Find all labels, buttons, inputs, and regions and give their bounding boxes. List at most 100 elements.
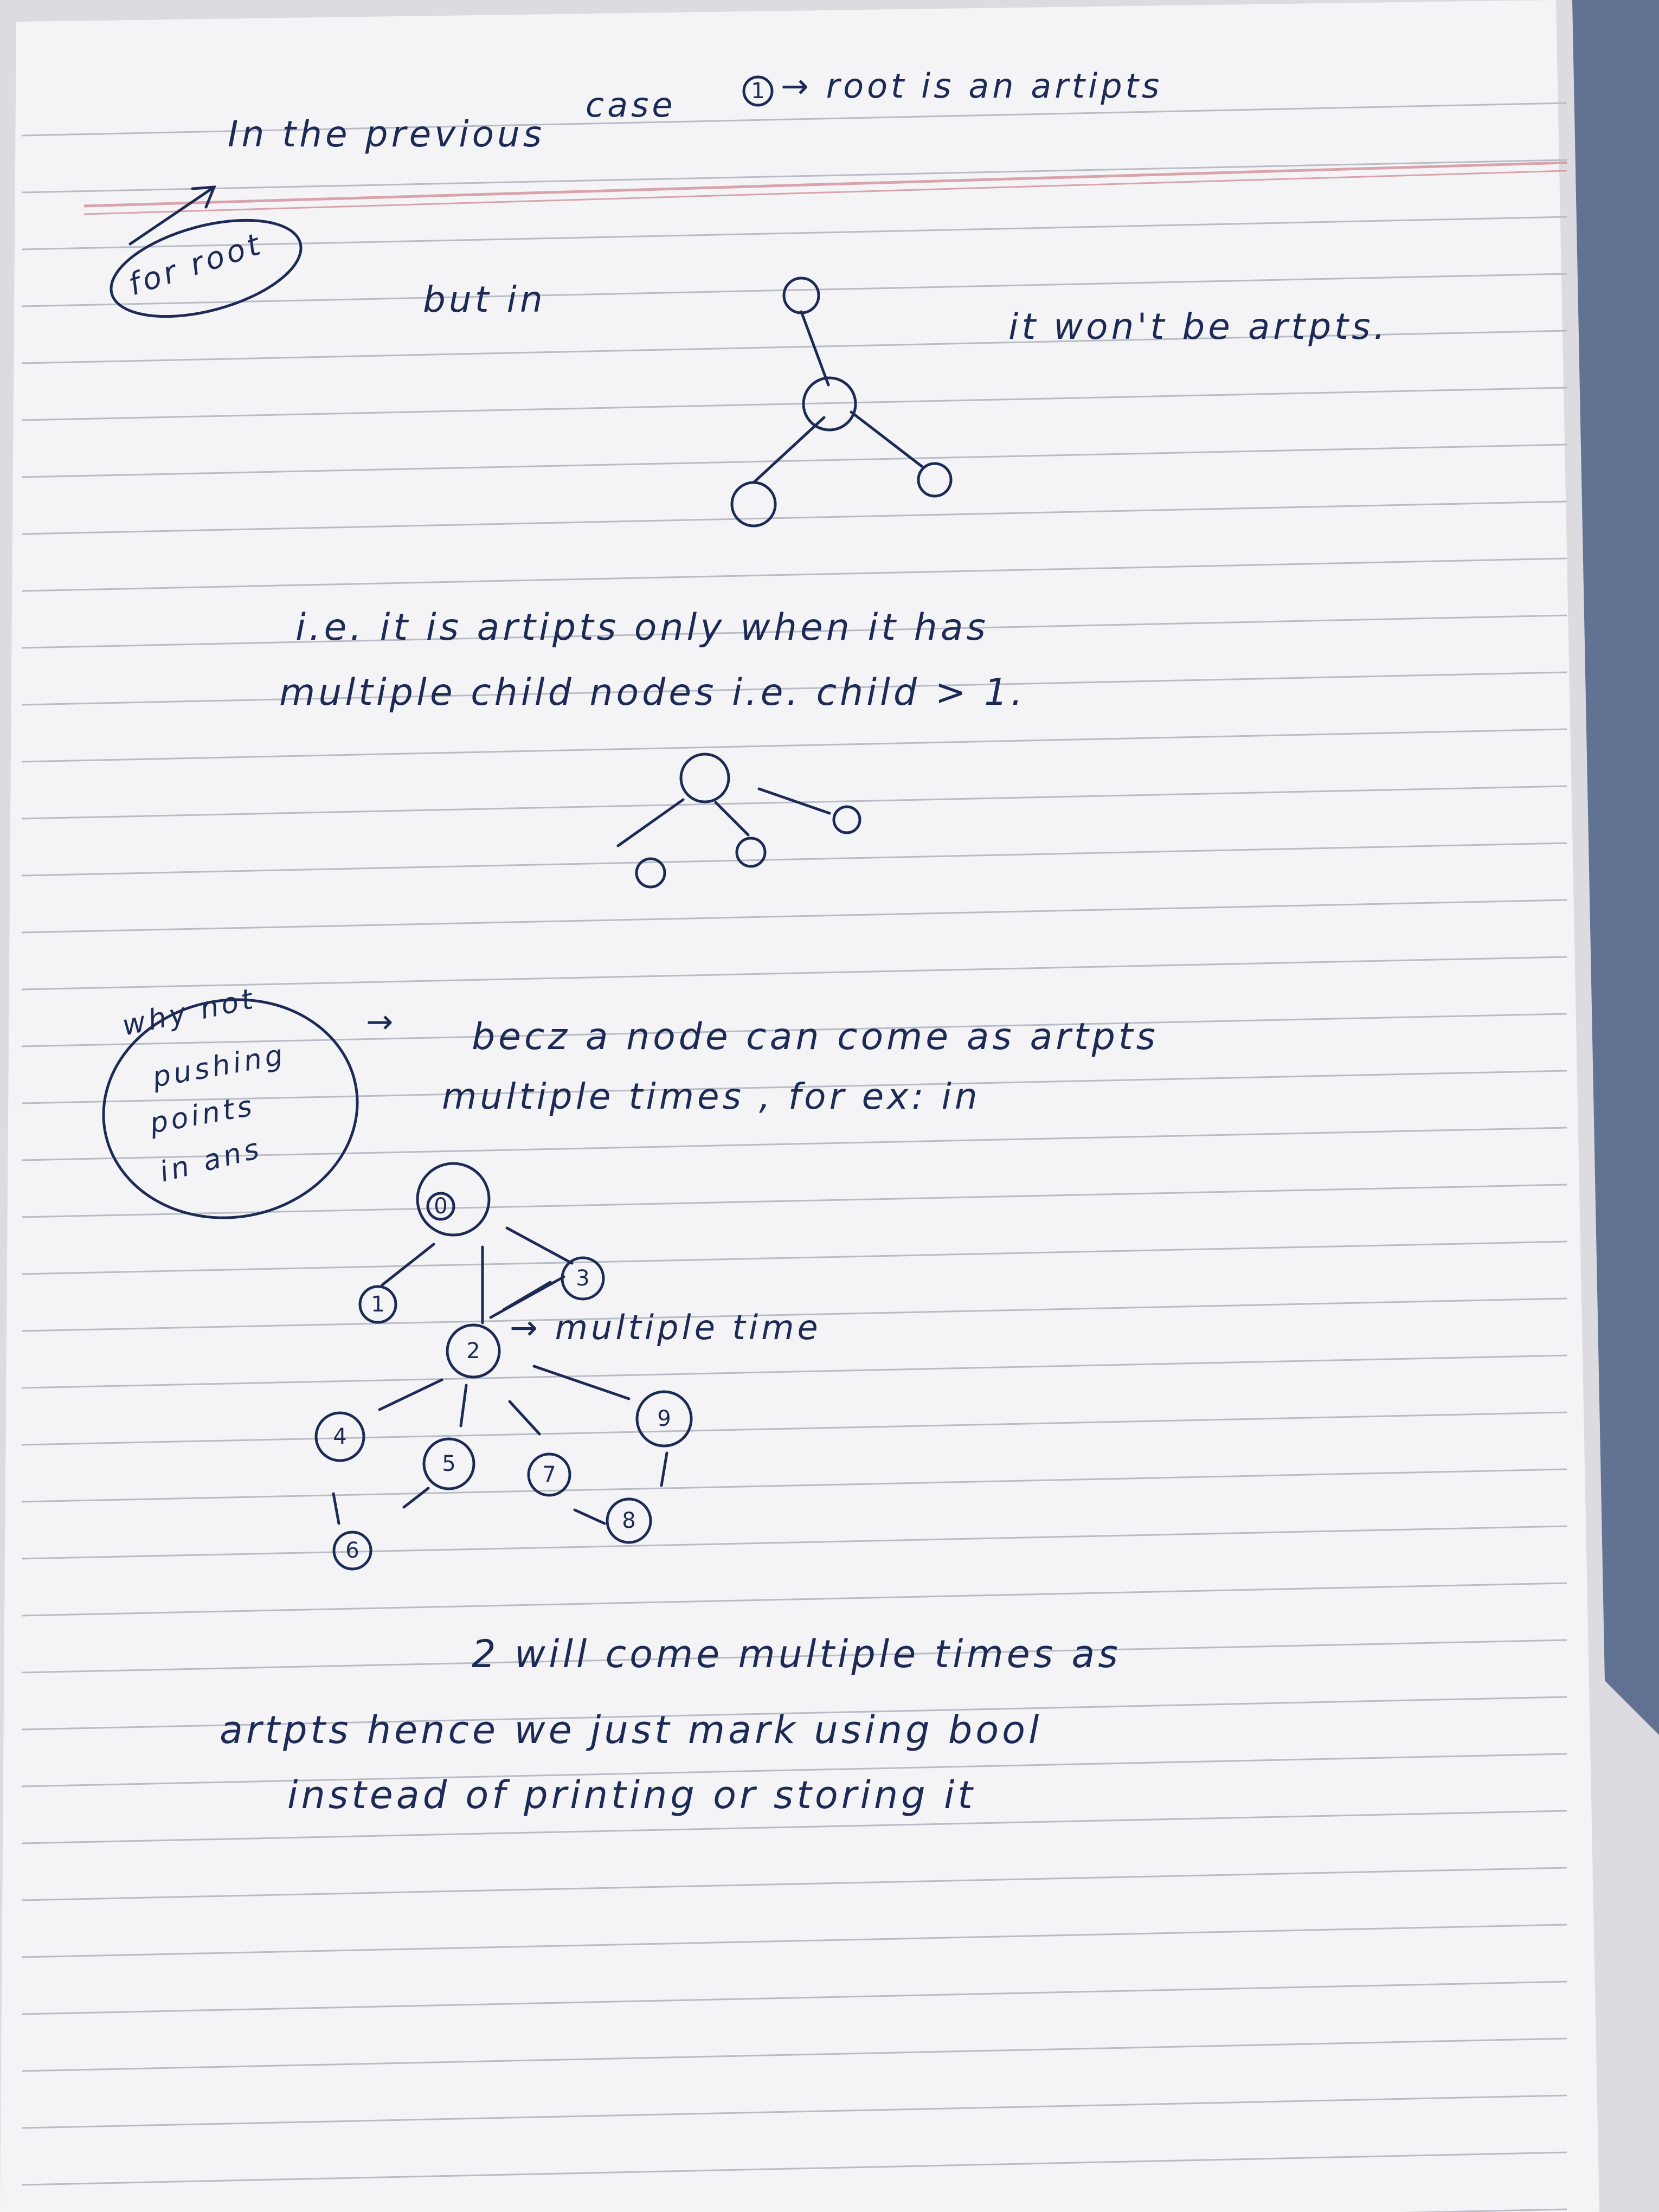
tree1-node-mid <box>802 376 857 432</box>
ruled-line <box>21 330 1567 364</box>
marker-number: 1 <box>751 79 764 104</box>
graph-node-0 <box>426 1192 455 1221</box>
text-conclusion-2: artpts hence we just mark using bool <box>220 1708 1042 1752</box>
ruled-line <box>21 500 1567 535</box>
ruled-line <box>21 956 1567 991</box>
graph-node-9-label: 9 <box>657 1406 671 1431</box>
ruled-line <box>21 1867 1567 1901</box>
edge-8-tail <box>573 1508 606 1525</box>
ruled-line <box>21 1297 1567 1332</box>
graph-node-8 <box>606 1497 652 1544</box>
blue-object-edge <box>1572 0 1659 1735</box>
tree2-node-a <box>635 857 666 889</box>
ruled-line <box>21 1411 1567 1446</box>
graph-node-9 <box>635 1390 693 1448</box>
text-conclusion-1: 2 will come multiple times as <box>472 1632 1121 1676</box>
tree2-node-b <box>735 837 767 868</box>
edge-0-3 <box>505 1226 574 1265</box>
graph-node-0-outer <box>416 1162 491 1237</box>
text-ie-line1: i.e. it is artipts only when it has <box>295 606 989 649</box>
tree1-node-right <box>917 462 953 498</box>
ruled-line <box>21 1127 1567 1161</box>
ruled-line <box>21 1582 1567 1617</box>
ruled-line <box>21 2151 1567 2186</box>
tree-diagram-1 <box>730 276 953 528</box>
ruled-line <box>21 1184 1567 1218</box>
margin-line <box>83 161 1567 208</box>
graph-node-8-label: 8 <box>622 1508 635 1533</box>
ruled-line <box>21 1753 1567 1787</box>
why-note-oval <box>102 998 359 1219</box>
tree-diagram-2 <box>616 753 861 889</box>
ruled-line <box>21 159 1567 194</box>
graph-node-5-label: 5 <box>442 1451 455 1476</box>
ruled-line <box>21 842 1567 877</box>
edge-6-tail <box>332 1492 340 1525</box>
graph-node-3-label: 3 <box>576 1266 589 1291</box>
graph-node-2 <box>446 1323 501 1379</box>
edge-2-7 <box>508 1400 541 1436</box>
text-case: case <box>586 85 676 125</box>
example-graph: 0 1 2 3 4 5 6 7 8 9 <box>314 1162 693 1571</box>
ruled-line <box>21 1525 1567 1560</box>
text-conclusion-3: instead of printing or storing it <box>287 1773 976 1817</box>
text-in-the-previous: In the previous <box>228 113 545 155</box>
edge-5-6 <box>402 1487 430 1509</box>
text-becz-line1: becz a node can come as artpts <box>472 1015 1159 1058</box>
text-root-is-artipts: → root is an artipts <box>781 66 1162 106</box>
tree1-node-left <box>730 481 777 528</box>
graph-node-4-label: 4 <box>333 1424 346 1449</box>
paper-sheet <box>0 0 1599 2212</box>
text-ie-line2: multiple child nodes i.e. child > 1. <box>279 671 1026 714</box>
text-arrow: → <box>366 1003 396 1041</box>
ruled-line <box>21 728 1567 763</box>
ruled-line <box>21 216 1567 250</box>
edge-2-4 <box>378 1378 443 1411</box>
graph-node-0-label: 0 <box>434 1194 447 1219</box>
ruled-line <box>21 1810 1567 1844</box>
graph-node-6 <box>332 1531 372 1571</box>
ruled-line <box>21 899 1567 934</box>
graph-node-5 <box>422 1437 475 1490</box>
text-multiple-time: → multiple time <box>510 1308 821 1347</box>
ruled-line <box>21 1980 1567 2015</box>
ruled-line <box>21 1240 1567 1275</box>
graph-node-7-label: 7 <box>542 1462 556 1487</box>
ruled-line <box>21 1070 1567 1104</box>
ruled-line <box>21 1696 1567 1731</box>
edge-2-5 <box>459 1384 468 1427</box>
margin-line-2 <box>83 170 1567 215</box>
marker-circle <box>742 75 774 107</box>
ruled-line <box>21 671 1567 706</box>
graph-node-3 <box>561 1256 605 1301</box>
tree2-node-root <box>679 753 730 803</box>
ruled-line <box>21 557 1567 592</box>
ruled-line <box>21 614 1567 649</box>
ruled-line <box>21 2037 1567 2072</box>
ruled-line <box>21 273 1567 307</box>
edge-0-1 <box>381 1243 435 1287</box>
ruled-line <box>21 1013 1567 1047</box>
ruled-line <box>21 443 1567 478</box>
side-note-oval <box>110 218 303 318</box>
graph-node-6-label: 6 <box>345 1538 359 1563</box>
edge-9-8 <box>660 1451 668 1487</box>
text-becz-line2: multiple times , for ex: in <box>442 1076 981 1117</box>
side-arrow-line <box>128 185 216 246</box>
text-but-in: but in <box>423 279 546 320</box>
edge-2-3b <box>503 1281 552 1311</box>
graph-node-1-label: 1 <box>371 1292 384 1317</box>
graph-node-4 <box>314 1411 365 1462</box>
ruled-lines <box>21 102 1567 2212</box>
ruled-line <box>21 1354 1567 1389</box>
side-arrow-head <box>191 185 216 209</box>
edge-2-9 <box>532 1365 631 1400</box>
ruled-line <box>21 1639 1567 1674</box>
tree1-node-top <box>782 276 820 314</box>
ruled-line <box>21 1924 1567 1958</box>
graph-node-7 <box>527 1452 571 1497</box>
graph-node-2-label: 2 <box>466 1339 480 1364</box>
ruled-line <box>21 387 1567 421</box>
